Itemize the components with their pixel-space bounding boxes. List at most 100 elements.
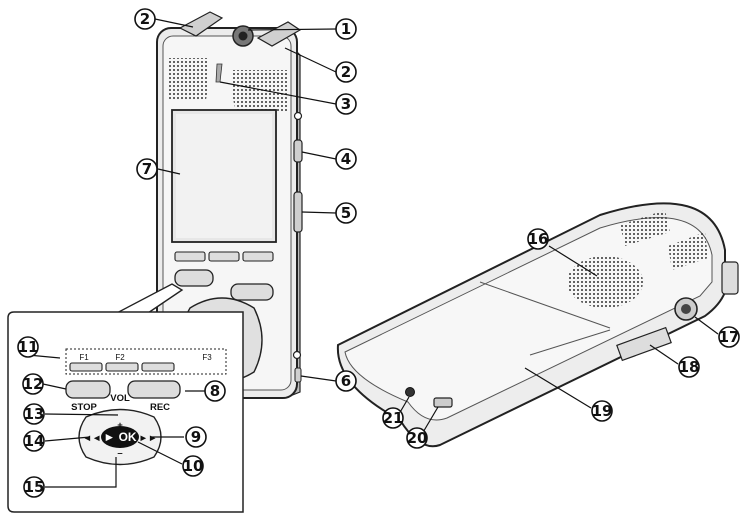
leader-13 xyxy=(44,413,119,416)
callout-4: 4 xyxy=(335,148,357,170)
leader-3 xyxy=(219,81,337,105)
leader-12 xyxy=(42,383,67,390)
svg-text:5: 5 xyxy=(341,204,351,222)
card-slot-cover[interactable] xyxy=(616,326,672,362)
side-hole xyxy=(292,350,302,360)
rear-grille-right xyxy=(668,232,708,270)
battery-cover-seam-top xyxy=(479,281,611,329)
callout-11: 11 xyxy=(17,336,39,358)
svg-text:20: 20 xyxy=(407,429,428,447)
f2-button-front[interactable] xyxy=(208,251,240,262)
volume-down-label: – xyxy=(117,448,122,459)
svg-text:7: 7 xyxy=(142,160,152,178)
svg-text:8: 8 xyxy=(210,382,220,400)
callout-16: 16 xyxy=(527,228,549,250)
speaker-grille-left xyxy=(168,58,209,100)
leader-14 xyxy=(44,436,91,442)
function-key-region xyxy=(65,348,227,375)
leader-10 xyxy=(137,441,183,465)
svg-text:18: 18 xyxy=(679,358,700,376)
side-button-upper[interactable] xyxy=(293,139,303,163)
svg-text:17: 17 xyxy=(719,328,740,346)
leader-6 xyxy=(300,375,337,382)
battery-cover-seam-side xyxy=(529,329,611,356)
rewind-label: ◄◄ xyxy=(83,433,102,444)
svg-text:15: 15 xyxy=(24,478,45,496)
vol-label: VOL xyxy=(110,393,130,404)
leader-18 xyxy=(649,344,679,365)
play-ok-label: ► OK xyxy=(103,430,137,444)
mic-jack[interactable] xyxy=(238,31,248,41)
callout-13: 13 xyxy=(23,403,45,425)
callout-10: 10 xyxy=(182,455,204,477)
callout-1: 1 xyxy=(335,18,357,40)
leader-17 xyxy=(694,316,719,335)
svg-text:2: 2 xyxy=(140,10,150,28)
svg-text:2: 2 xyxy=(341,63,351,81)
svg-text:1: 1 xyxy=(341,20,351,38)
side-port xyxy=(294,367,302,383)
strap-hole xyxy=(293,111,303,121)
earphone-jack[interactable] xyxy=(405,387,415,397)
stop-button[interactable] xyxy=(65,380,111,399)
f2-button[interactable] xyxy=(105,362,139,372)
leader-5 xyxy=(301,211,337,214)
svg-text:12: 12 xyxy=(23,375,44,393)
rear-side-button[interactable] xyxy=(721,261,739,295)
leader-16 xyxy=(548,245,598,277)
svg-text:4: 4 xyxy=(341,150,351,168)
rear-grille-upper xyxy=(620,210,670,246)
speaker-grille-right xyxy=(231,70,288,112)
play-ok-button[interactable] xyxy=(101,426,139,448)
f1-label: F1 xyxy=(79,353,89,362)
f1-button-front[interactable] xyxy=(174,251,206,262)
svg-text:11: 11 xyxy=(18,338,39,356)
svg-text:10: 10 xyxy=(183,457,204,475)
callout-14: 14 xyxy=(23,430,45,452)
rec-button[interactable] xyxy=(127,380,181,399)
callout-3: 3 xyxy=(335,93,357,115)
svg-text:16: 16 xyxy=(528,230,549,248)
usb-connector[interactable] xyxy=(433,397,453,408)
f3-button-front[interactable] xyxy=(242,251,274,262)
callout-21: 21 xyxy=(382,407,404,429)
stop-label: STOP xyxy=(71,402,97,413)
remote-jack[interactable] xyxy=(681,304,691,314)
callout-9: 9 xyxy=(185,426,207,448)
callout-19: 19 xyxy=(591,400,613,422)
svg-text:6: 6 xyxy=(341,372,351,390)
f3-button[interactable] xyxy=(141,362,175,372)
leader-lines xyxy=(27,18,719,488)
callout-20: 20 xyxy=(406,427,428,449)
leader-19 xyxy=(524,367,592,409)
svg-text:3: 3 xyxy=(341,95,351,113)
callout-7: 7 xyxy=(136,158,158,180)
f1-button[interactable] xyxy=(69,362,103,372)
volume-up-label: + xyxy=(117,420,123,431)
svg-text:19: 19 xyxy=(592,402,613,420)
side-slide-switch[interactable] xyxy=(293,191,303,233)
svg-text:9: 9 xyxy=(191,428,201,446)
callout-15: 15 xyxy=(23,476,45,498)
svg-text:13: 13 xyxy=(24,405,45,423)
callout-markers: 1 2 2 3 4 5 6 7 8 9 10 11 12 13 14 15 16… xyxy=(17,8,740,498)
svg-text:21: 21 xyxy=(383,409,404,427)
leader-20 xyxy=(421,406,439,435)
leader-1 xyxy=(247,28,337,31)
callout-5: 5 xyxy=(335,202,357,224)
callout-17: 17 xyxy=(718,326,740,348)
inset-pointer xyxy=(112,283,184,316)
callout-18: 18 xyxy=(678,356,700,378)
fast-forward-label: ►► xyxy=(139,433,158,444)
leader-2-right xyxy=(284,47,337,73)
rec-label: REC xyxy=(150,402,170,413)
display-screen xyxy=(176,114,272,238)
callout-12: 12 xyxy=(22,373,44,395)
leader-7 xyxy=(157,168,181,175)
rec-button-front[interactable] xyxy=(230,283,274,301)
f2-label: F2 xyxy=(115,353,125,362)
callout-2-left: 2 xyxy=(134,8,156,30)
stop-button-front[interactable] xyxy=(174,269,214,287)
